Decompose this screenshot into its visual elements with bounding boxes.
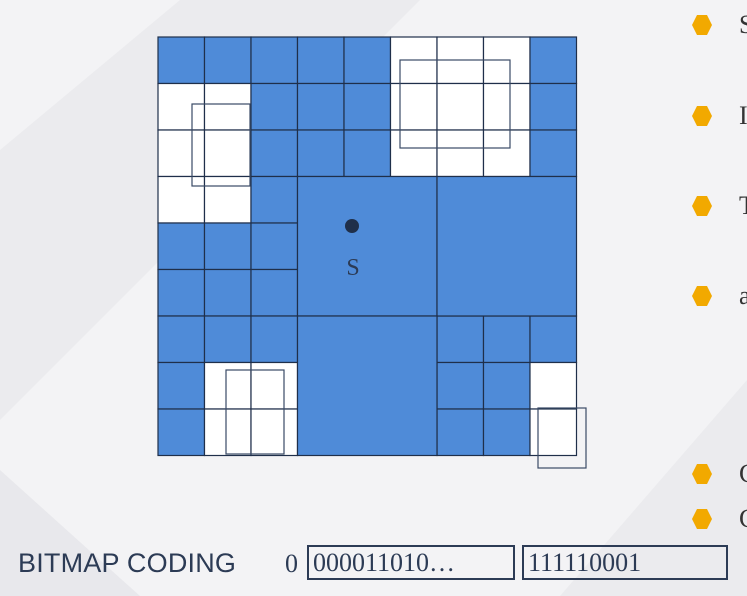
filled-cell (157, 222, 206, 271)
empty-cell (203, 175, 252, 224)
filled-cell (157, 268, 206, 317)
filled-cell (343, 82, 392, 131)
empty-cell (436, 82, 485, 131)
hexagon-bullet-icon (692, 15, 712, 35)
empty-cell (250, 408, 299, 457)
bitmap-code-box-2: 111110001 (522, 545, 728, 580)
filled-cell (203, 315, 252, 364)
filled-cell (482, 361, 531, 410)
filled-cell (296, 129, 345, 178)
point-s-label: S (346, 255, 359, 281)
filled-cell (250, 315, 299, 364)
filled-cell (203, 36, 252, 85)
hexagon-bullet-icon (692, 464, 712, 484)
bitmap-coding-label: BITMAP CODING (18, 548, 237, 578)
filled-cell (250, 129, 299, 178)
filled-cell (343, 129, 392, 178)
filled-cell (482, 408, 531, 457)
filled-cell (203, 268, 252, 317)
filled-cell (529, 36, 578, 85)
filled-cell (343, 36, 392, 85)
empty-cell (203, 129, 252, 178)
filled-cell (250, 36, 299, 85)
bullet-text: a (739, 281, 747, 310)
bitmap-prefix-digit: 0 (285, 549, 298, 578)
filled-cell (529, 82, 578, 131)
hexagon-bullet-icon (692, 196, 712, 216)
filled-cell (436, 408, 485, 457)
quadtree-cells (157, 36, 578, 457)
filled-cell (436, 315, 485, 364)
filled-cell (157, 361, 206, 410)
filled-cell (250, 222, 299, 271)
empty-cell (482, 129, 531, 178)
empty-cell (482, 82, 531, 131)
filled-cell (296, 36, 345, 85)
overlay-rectangle (399, 59, 511, 149)
filled-cell (296, 82, 345, 131)
filled-cell (157, 408, 206, 457)
empty-cell (389, 129, 438, 178)
empty-cell (203, 82, 252, 131)
filled-block (296, 315, 438, 457)
bullet-text: C (739, 504, 747, 534)
filled-cell (529, 315, 578, 364)
filled-block (296, 175, 438, 317)
empty-cell (436, 129, 485, 178)
bullet-text: C (739, 459, 747, 489)
overlay-rectangle (191, 103, 251, 187)
empty-cell (157, 175, 206, 224)
empty-cell (389, 82, 438, 131)
overlay-rectangles (191, 59, 587, 469)
hexagon-bullet-icon (692, 106, 712, 126)
filled-cell (157, 36, 206, 85)
point-s-marker (345, 219, 359, 233)
empty-cell (157, 129, 206, 178)
filled-cell (529, 129, 578, 178)
bullet-text: I (739, 101, 747, 130)
empty-cell (203, 408, 252, 457)
overlay-rectangle (537, 407, 587, 469)
bullet-text: T (739, 191, 747, 220)
filled-cell (250, 82, 299, 131)
empty-cell (529, 361, 578, 410)
filled-cell (250, 175, 299, 224)
overlay-rectangle (225, 369, 285, 455)
hexagon-bullet-icon (692, 286, 712, 306)
filled-cell (203, 222, 252, 271)
filled-cell (157, 315, 206, 364)
empty-cell (529, 408, 578, 457)
filled-block (436, 175, 578, 317)
bullet-text: S (739, 10, 747, 39)
hexagon-bullet-icon (692, 509, 712, 529)
filled-cell (250, 268, 299, 317)
empty-cell (157, 82, 206, 131)
filled-cell (436, 361, 485, 410)
filled-cell (482, 315, 531, 364)
bitmap-code-box-1: 000011010… (307, 545, 515, 580)
